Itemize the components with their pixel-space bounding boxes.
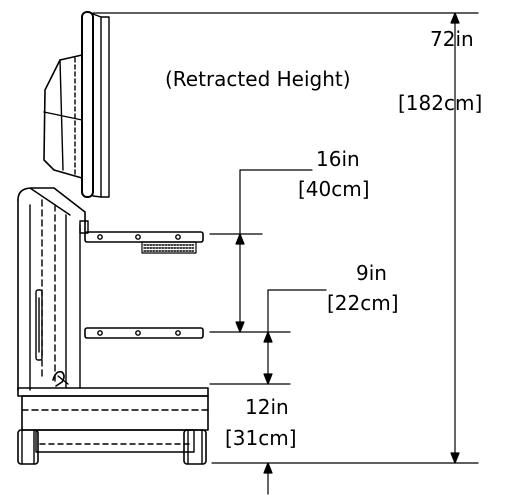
monitor xyxy=(43,11,110,198)
base-height-in: 12in xyxy=(245,395,289,419)
lower-shelf xyxy=(84,327,204,339)
dimension-lines xyxy=(92,12,479,495)
lower-shelf-gap-cm: [22cm] xyxy=(327,291,399,315)
caster-right xyxy=(183,429,207,465)
overall-height-in: 72in xyxy=(430,27,474,51)
retracted-height-note: (Retracted Height) xyxy=(165,67,351,91)
upper-shelf-gap-cm: [40cm] xyxy=(298,177,370,201)
base xyxy=(17,387,209,453)
overall-height-cm: [182cm] xyxy=(398,91,483,115)
caster-left xyxy=(17,429,39,465)
column xyxy=(17,187,89,391)
upper-shelf xyxy=(84,231,204,254)
lower-shelf-gap-in: 9in xyxy=(356,261,387,285)
base-height-cm: [31cm] xyxy=(225,426,297,450)
upper-shelf-gap-in: 16in xyxy=(316,147,360,171)
